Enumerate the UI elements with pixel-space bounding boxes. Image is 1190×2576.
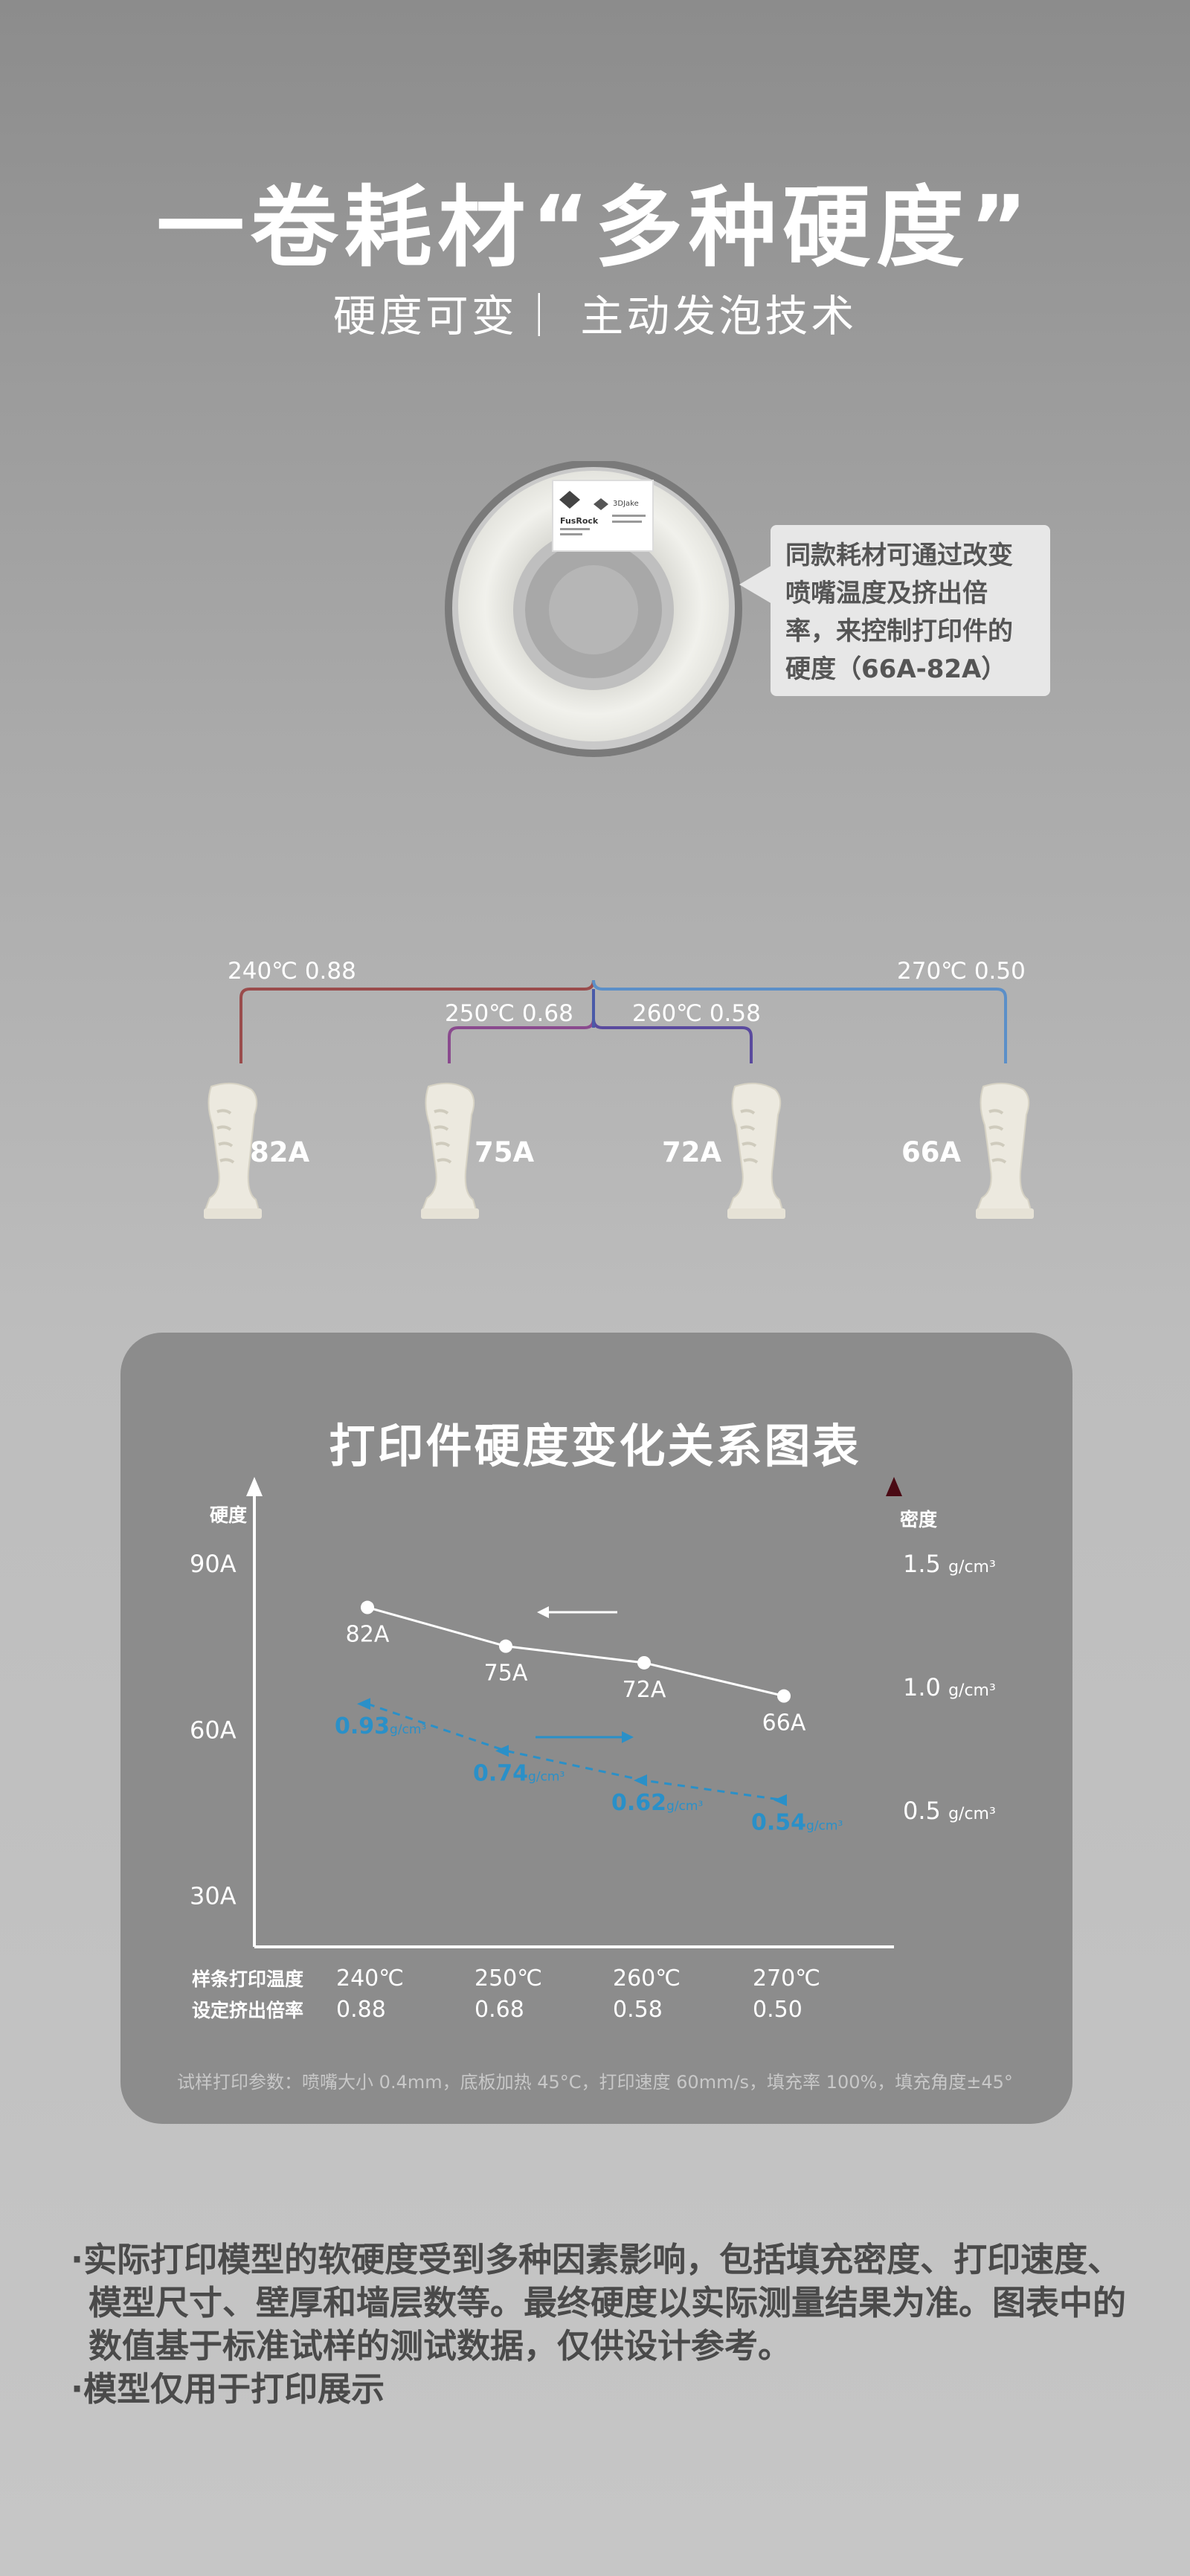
hardness-point [777, 1689, 791, 1703]
density-data-label: 0.54g/cm³ [751, 1810, 843, 1836]
spool-label-brand: FusRock [560, 516, 599, 526]
right-tick-label: 1.5 g/cm³ [903, 1550, 996, 1578]
x-tick-rate: 0.88 [336, 1997, 386, 2023]
x-tick-rate: 0.50 [753, 1997, 803, 2023]
right-tick-label: 0.5 g/cm³ [903, 1797, 996, 1825]
left-tick-label: 60A [190, 1716, 237, 1744]
left-tick-label: 90A [190, 1550, 237, 1578]
printed-part-75a [421, 1082, 479, 1219]
x-tick-rate: 0.68 [475, 1997, 524, 2023]
branch-label-260: 260℃ 0.58 [632, 1000, 761, 1027]
density-data-label: 0.74g/cm³ [473, 1760, 565, 1786]
branch-tree [239, 772, 1007, 1063]
hardness-line [367, 1606, 785, 1698]
density-direction-arrowhead [622, 1731, 634, 1743]
hardness-label-66a: 66A [901, 1136, 962, 1168]
chart-title: 打印件硬度变化关系图表 [329, 1419, 861, 1473]
chart-panel [120, 1333, 1072, 2124]
density-point [357, 1698, 370, 1710]
x-tick-rate: 0.58 [613, 1997, 663, 2023]
hardness-point [637, 1655, 651, 1669]
hardness-data-label: 66A [762, 1710, 806, 1736]
left-axis-title: 硬度 [210, 1504, 247, 1526]
right-axis-title: 密度 [900, 1509, 937, 1530]
left-tick-label: 30A [190, 1882, 237, 1910]
callout-box: 同款耗材可通过改变喷嘴温度及挤出倍率，来控制打印件的硬度（66A-82A） [771, 525, 1050, 696]
branch-label-240: 240℃ 0.88 [228, 958, 356, 985]
right-axis-arrow [886, 1477, 902, 1496]
density-line [367, 1702, 785, 1802]
x-row-label-temp: 样条打印温度 [192, 1968, 303, 1990]
test-parameters-footnote: 试样打印参数：喷嘴大小 0.4mm，底板加热 45°C，打印速度 60mm/s，… [177, 2072, 1013, 2093]
x-tick-temp: 270℃ [753, 1965, 820, 1991]
hardness-point [499, 1639, 512, 1653]
printed-part-72a [727, 1082, 785, 1219]
density-data-label: 0.93g/cm³ [335, 1713, 426, 1739]
spool-label-logo: FusRock 3DJake [559, 491, 646, 535]
hardness-label-72a: 72A [662, 1136, 722, 1168]
density-point [774, 1794, 787, 1806]
density-point [495, 1745, 509, 1757]
note-display-only: ·模型仅用于打印展示 [71, 2369, 385, 2409]
printed-part-82a [204, 1082, 262, 1219]
hardness-data-label: 75A [484, 1661, 528, 1687]
page-subtitle: 硬度可变｜ 主动发泡技术 [332, 291, 858, 341]
hardness-data-label: 72A [623, 1677, 666, 1703]
callout-pointer [739, 565, 772, 604]
page-title: 一卷耗材“多种硬度” [156, 176, 1034, 279]
density-data-label: 0.62g/cm³ [611, 1790, 703, 1816]
note-hardness-factors: ·实际打印模型的软硬度受到多种因素影响，包括填充密度、打印速度、模型尺寸、壁厚和… [71, 2240, 1127, 2366]
x-tick-temp: 260℃ [613, 1965, 681, 1991]
filament-spool-image: FusRock 3DJake [445, 461, 742, 757]
hardness-label-75a: 75A [475, 1136, 535, 1168]
branch-label-250: 250℃ 0.68 [445, 1000, 573, 1027]
x-row-label-rate: 设定挤出倍率 [192, 2000, 303, 2021]
branch-line-82a [239, 979, 595, 1063]
x-tick-temp: 240℃ [336, 1965, 404, 1991]
x-tick-temp: 250℃ [475, 1965, 542, 1991]
branch-line-66a [592, 979, 1007, 1063]
printed-part-66a [976, 1082, 1034, 1219]
hardness-point [361, 1600, 374, 1614]
branch-label-270: 270℃ 0.50 [897, 958, 1026, 985]
spool-label-brand2: 3DJake [613, 500, 639, 508]
right-tick-label: 1.0 g/cm³ [903, 1673, 996, 1701]
hardness-direction-arrowhead [537, 1606, 549, 1618]
notes-section: ·实际打印模型的软硬度受到多种因素影响，包括填充密度、打印速度、模型尺寸、壁厚和… [71, 2238, 1127, 2411]
density-point [634, 1774, 647, 1787]
hardness-label-82a: 82A [250, 1136, 310, 1168]
left-axis-arrow [246, 1477, 263, 1496]
hardness-data-label: 82A [346, 1622, 390, 1648]
